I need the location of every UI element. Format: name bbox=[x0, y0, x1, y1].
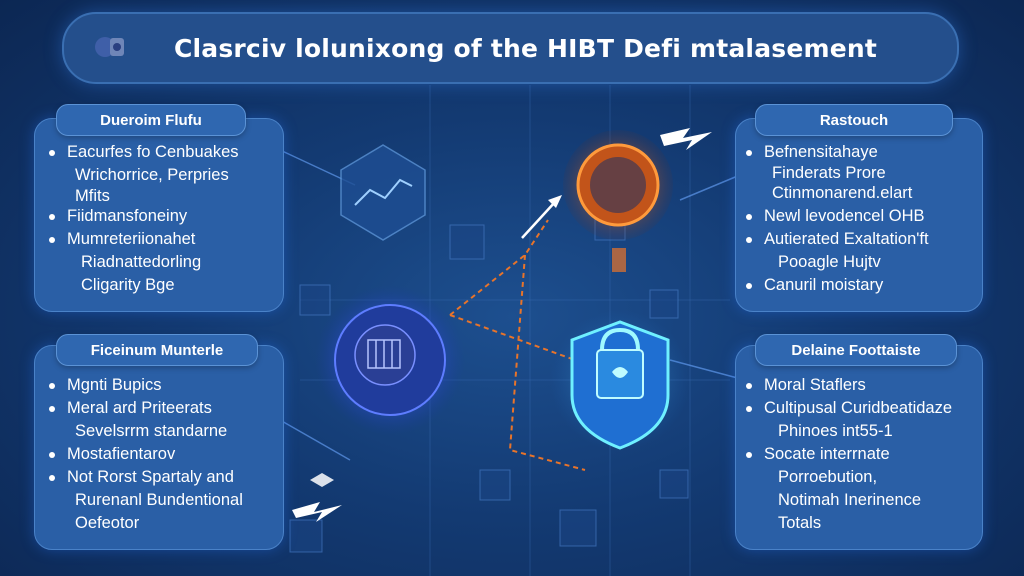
panel-bottom-right-list: Moral Staflers Cultipusal Curidbeatidaze… bbox=[744, 374, 952, 535]
title-bar: Clasrciv lolunixong of the HIBT Defi mta… bbox=[62, 12, 959, 84]
list-item: Ctinmonarend.elart bbox=[772, 184, 913, 202]
panel-top-left: Eacurfes fo Cenbuakes Wrichorrice, Perpr… bbox=[34, 118, 284, 312]
panel-bottom-left: Mgnti Bupics Meral ard Priteerats Sevels… bbox=[34, 345, 284, 550]
list-item: Wrichorrice, Perpries bbox=[75, 166, 229, 184]
list-item: Sevelsrrm standarne bbox=[75, 422, 228, 440]
panel-bottom-right-title: Delaine Foottaiste bbox=[755, 334, 957, 366]
list-item: Moral Staflers bbox=[744, 374, 952, 397]
list-item: Totals bbox=[778, 514, 822, 532]
list-item: Mgnti Bupics bbox=[47, 374, 243, 397]
list-item: Befnensitahaye bbox=[744, 141, 929, 164]
list-item: Mostafientarov bbox=[47, 443, 243, 466]
panel-bottom-right: Moral Staflers Cultipusal Curidbeatidaze… bbox=[735, 345, 983, 550]
list-item: Eacurfes fo Cenbuakes bbox=[47, 141, 239, 164]
page-title: Clasrciv lolunixong of the HIBT Defi mta… bbox=[173, 33, 878, 63]
panel-top-right: Befnensitahaye Finderats Prore Ctinmonar… bbox=[735, 118, 983, 312]
list-item: Notimah Inerinence bbox=[778, 491, 922, 509]
logo-icon bbox=[95, 37, 124, 57]
list-item: Finderats Prore bbox=[772, 164, 886, 182]
list-item: Meral ard Priteerats bbox=[47, 397, 243, 420]
list-item: Socate interrnate bbox=[744, 443, 952, 466]
list-item: Newl levodencel OHB bbox=[744, 205, 929, 228]
list-item: Oefeotor bbox=[75, 514, 140, 532]
panel-top-left-title: Dueroim Flufu bbox=[56, 104, 246, 136]
panel-bottom-left-title: Ficeinum Munterle bbox=[56, 334, 258, 366]
list-item: Porroebution, bbox=[778, 468, 878, 486]
panel-top-right-title: Rastouch bbox=[755, 104, 953, 136]
list-item: Cultipusal Curidbeatidaze bbox=[744, 397, 952, 420]
lock-shield-icon bbox=[550, 310, 690, 450]
list-item: Not Rorst Spartaly and bbox=[47, 466, 243, 489]
list-item: Canuril moistary bbox=[744, 274, 929, 297]
panel-top-right-list: Befnensitahaye Finderats Prore Ctinmonar… bbox=[744, 141, 929, 297]
list-item: Cligarity Bge bbox=[81, 276, 175, 294]
list-item: Autierated Exaltation'ft bbox=[744, 228, 929, 251]
bitcoin-orb-icon bbox=[315, 285, 465, 435]
list-item: Rurenanl Bundentional bbox=[75, 491, 243, 509]
list-item: Fiidmansfoneiny bbox=[47, 205, 239, 228]
panel-bottom-left-list: Mgnti Bupics Meral ard Priteerats Sevels… bbox=[47, 374, 243, 535]
arrow-icon bbox=[521, 195, 562, 239]
list-item: Mfits bbox=[75, 187, 110, 205]
list-item: Phinoes int55-1 bbox=[778, 422, 893, 440]
list-item: Riadnattedorling bbox=[81, 253, 202, 271]
list-item: Pooagle Hujtv bbox=[778, 253, 881, 271]
panel-top-left-list: Eacurfes fo Cenbuakes Wrichorrice, Perpr… bbox=[47, 141, 239, 297]
list-item: Mumreteriionahet bbox=[47, 228, 239, 251]
chart-icon bbox=[340, 144, 426, 241]
lightning-icon bbox=[292, 128, 712, 522]
